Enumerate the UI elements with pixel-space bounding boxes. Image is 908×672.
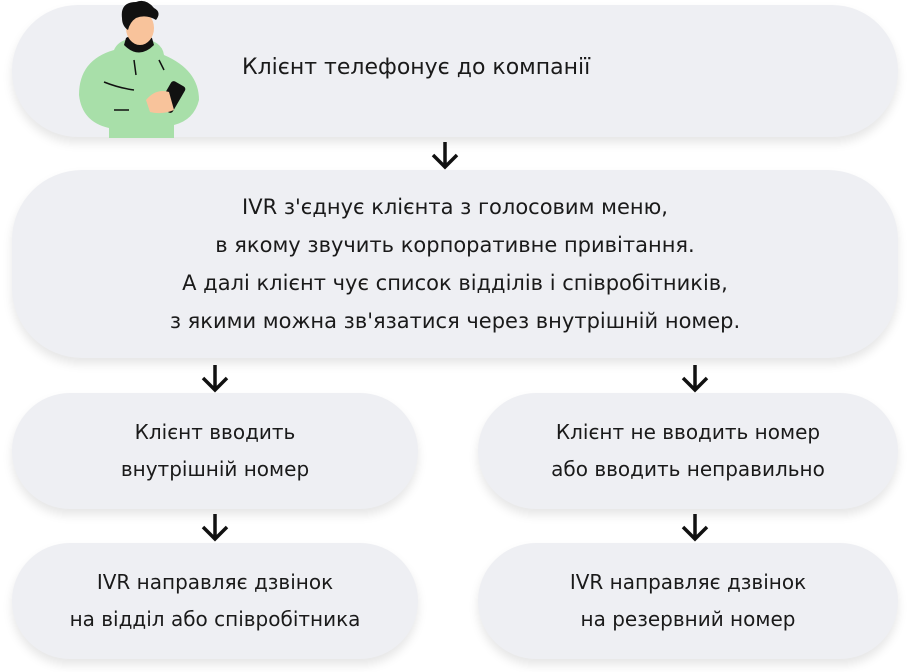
step-text-line: IVR направляє дзвінок <box>569 570 807 594</box>
step-text-line: на відділ або співробітника <box>69 607 361 631</box>
step-text-line: з якими можна зв'язатися через внутрішні… <box>169 309 741 333</box>
step-text-line: Клієнт вводить <box>134 420 296 444</box>
step-text-line: на резервний номер <box>580 607 796 631</box>
arrow-down-icon <box>201 365 229 393</box>
arrow-down-icon <box>201 514 229 542</box>
step-text-line: внутрішній номер <box>120 457 310 481</box>
step-text: Клієнт телефонує до компанії <box>242 55 591 80</box>
step-text-line: А далі клієнт чує список відділів і спів… <box>182 271 728 295</box>
arrow-down-icon <box>431 142 459 170</box>
step-enters-extension: Клієнт вводить внутрішній номер <box>12 393 418 509</box>
step-route-to-extension: IVR направляє дзвінок на відділ або спів… <box>12 543 418 659</box>
step-no-extension: Клієнт не вводить номер або вводить непр… <box>478 393 898 509</box>
person-with-phone-illustration <box>79 0 199 138</box>
arrow-down-icon <box>681 514 709 542</box>
step-text-line: або вводить неправильно <box>551 457 825 481</box>
step-ivr-menu: IVR з'єднує клієнта з голосовим меню, в … <box>12 170 898 358</box>
step-text-line: в якому звучить корпоративне привітання. <box>215 233 695 257</box>
step-route-to-backup: IVR направляє дзвінок на резервний номер <box>478 543 898 659</box>
arrow-down-icon <box>681 365 709 393</box>
step-text-line: IVR з'єднує клієнта з голосовим меню, <box>242 195 668 219</box>
step-text-line: IVR направляє дзвінок <box>96 570 334 594</box>
step-text-line: Клієнт не вводить номер <box>555 420 821 444</box>
